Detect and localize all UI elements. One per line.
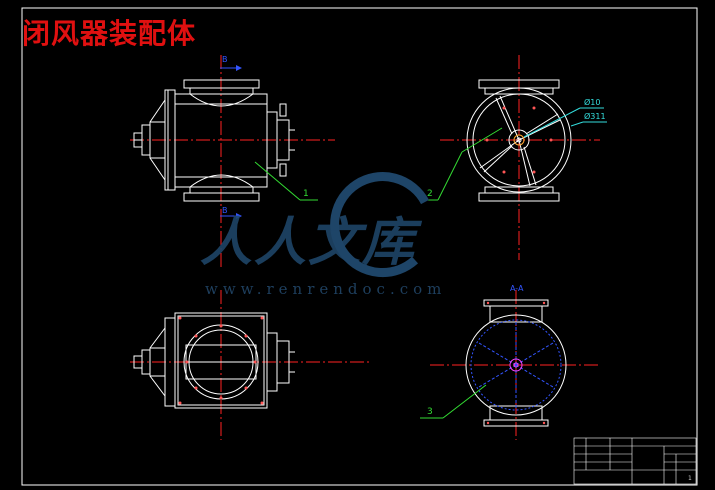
title-block xyxy=(573,437,697,485)
part-label-2: 2 xyxy=(427,189,433,199)
sheet-number: 1 xyxy=(688,475,692,482)
part-leader-2: 2 xyxy=(422,127,503,201)
dimension-outer-label: Ø311 xyxy=(584,111,606,121)
watermark-text: 人人文库 xyxy=(200,212,417,273)
watermark-logo xyxy=(330,172,429,278)
sheet-border xyxy=(21,7,698,486)
section-label-mid: B xyxy=(222,206,228,215)
section-arrow-mid: B xyxy=(220,206,242,219)
section-view-bolt-holes xyxy=(486,301,546,425)
part-leader-3: 3 xyxy=(420,384,487,419)
section-label-top: B xyxy=(222,55,228,64)
side-view xyxy=(440,55,600,260)
top-view xyxy=(130,290,370,440)
drawing-title: 闭风器装配体 xyxy=(22,17,197,50)
dimension-inner-diameter: Ø10 xyxy=(523,97,604,138)
top-view-bolt-holes xyxy=(178,316,264,405)
watermark-url: www.renrendoc.com xyxy=(205,280,447,298)
section-view xyxy=(430,290,600,440)
section-title-aa: A-A xyxy=(510,284,524,293)
section-blades xyxy=(478,322,554,408)
part-label-1: 1 xyxy=(303,189,309,199)
dimension-outer-diameter: Ø311 xyxy=(570,111,607,127)
section-arrow-top: B xyxy=(220,55,242,71)
part-label-3: 3 xyxy=(427,407,433,417)
section-title-aa-label: A-A xyxy=(510,284,524,293)
front-view xyxy=(130,55,335,268)
dimension-inner-label: Ø10 xyxy=(584,97,600,107)
part-leader-1: 1 xyxy=(254,161,318,201)
side-view-bolt-holes xyxy=(485,106,553,174)
